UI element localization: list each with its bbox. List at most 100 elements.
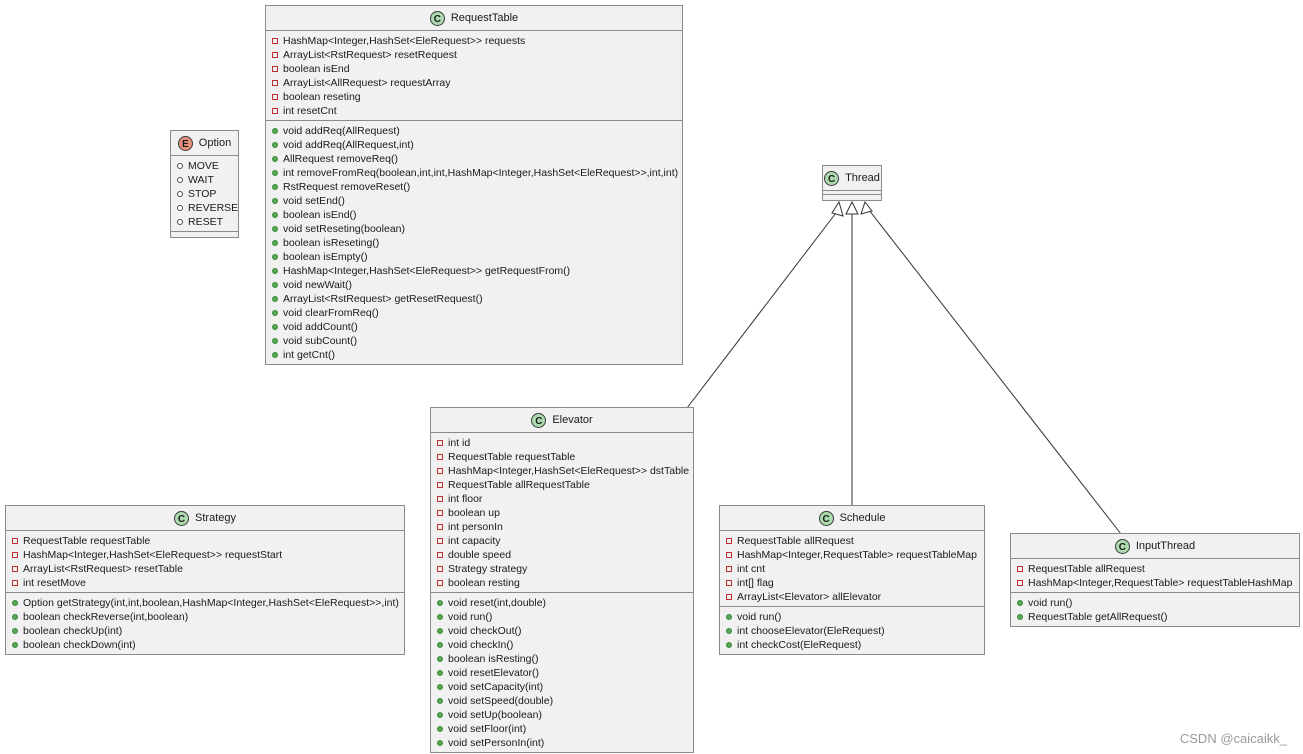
private-marker-icon: [436, 496, 444, 502]
method-row-text: int getCnt(): [283, 349, 335, 361]
method-row: void checkOut(): [431, 624, 693, 638]
field-row: int resetMove: [6, 576, 404, 590]
enum-literal-text: STOP: [188, 188, 217, 200]
arrowhead-inputthread-thread: [860, 200, 873, 215]
class-name: Schedule: [839, 512, 886, 524]
enum-literal: RESET: [171, 215, 238, 229]
field-row-text: ArrayList<RstRequest> resetRequest: [283, 49, 457, 61]
private-marker-icon: [11, 538, 19, 544]
method-row-text: boolean isResting(): [448, 653, 539, 665]
field-row: ArrayList<AllRequest> requestArray: [266, 76, 682, 90]
private-marker-icon: [11, 552, 19, 558]
method-row-text: boolean isReseting(): [283, 237, 380, 249]
class-badge-icon: C: [1114, 538, 1130, 554]
field-row-text: boolean up: [448, 507, 500, 519]
method-row: void setSpeed(double): [431, 694, 693, 708]
method-row-text: RequestTable getAllRequest(): [1028, 611, 1168, 623]
field-row-text: HashMap<Integer,HashSet<EleRequest>> dst…: [448, 465, 690, 477]
public-marker-icon: [271, 170, 279, 176]
method-row-text: boolean isEnd(): [283, 209, 357, 221]
public-marker-icon: [436, 614, 444, 620]
field-row: HashMap<Integer,RequestTable> requestTab…: [1011, 576, 1299, 590]
field-row: ArrayList<RstRequest> resetRequest: [266, 48, 682, 62]
class-name: Option: [198, 137, 232, 149]
public-marker-icon: [1016, 600, 1024, 606]
empty-section: [171, 232, 238, 237]
field-row-text: int[] flag: [737, 577, 774, 589]
public-marker-icon: [271, 184, 279, 190]
field-row: ArrayList<Elevator> allElevator: [720, 590, 984, 604]
field-row: HashMap<Integer,HashSet<EleRequest>> dst…: [431, 464, 693, 478]
method-row: void run(): [1011, 596, 1299, 610]
public-marker-icon: [436, 642, 444, 648]
field-row: HashMap<Integer,HashSet<EleRequest>> req…: [266, 34, 682, 48]
method-row: void setUp(boolean): [431, 708, 693, 722]
field-row: double speed: [431, 548, 693, 562]
private-marker-icon: [436, 510, 444, 516]
class-badge-icon: C: [531, 412, 547, 428]
public-marker-icon: [271, 268, 279, 274]
public-marker-icon: [436, 698, 444, 704]
public-marker-icon: [1016, 614, 1024, 620]
class-name: RequestTable: [450, 12, 519, 24]
public-marker-icon: [271, 156, 279, 162]
enum-literal: STOP: [171, 187, 238, 201]
method-row-text: void reset(int,double): [448, 597, 547, 609]
method-row-text: void subCount(): [283, 335, 358, 347]
field-row: Strategy strategy: [431, 562, 693, 576]
field-row: HashMap<Integer,HashSet<EleRequest>> req…: [6, 548, 404, 562]
method-row: boolean checkDown(int): [6, 638, 404, 652]
enum-literal: WAIT: [171, 173, 238, 187]
public-marker-icon: [436, 712, 444, 718]
private-marker-icon: [436, 454, 444, 460]
method-row-text: void run(): [1028, 597, 1073, 609]
private-marker-icon: [725, 580, 733, 586]
method-row-text: void setFloor(int): [448, 723, 527, 735]
literal-marker-icon: [176, 177, 184, 183]
method-row: void run(): [720, 610, 984, 624]
field-row-text: int resetMove: [23, 577, 87, 589]
private-marker-icon: [436, 482, 444, 488]
private-marker-icon: [11, 566, 19, 572]
field-row-text: int id: [448, 437, 471, 449]
methods-section: void run()int chooseElevator(EleRequest)…: [720, 607, 984, 654]
literal-marker-icon: [176, 163, 184, 169]
private-marker-icon: [436, 566, 444, 572]
method-row: boolean isEnd(): [266, 208, 682, 222]
public-marker-icon: [271, 296, 279, 302]
field-row-text: int cnt: [737, 563, 766, 575]
private-marker-icon: [436, 468, 444, 474]
field-row: int capacity: [431, 534, 693, 548]
enum-literal: MOVE: [171, 159, 238, 173]
field-row: ArrayList<RstRequest> resetTable: [6, 562, 404, 576]
method-row: void setEnd(): [266, 194, 682, 208]
field-row-text: RequestTable allRequestTable: [448, 479, 590, 491]
method-row: ArrayList<RstRequest> getResetRequest(): [266, 292, 682, 306]
method-row: void run(): [431, 610, 693, 624]
private-marker-icon: [436, 524, 444, 530]
field-row-text: HashMap<Integer,HashSet<EleRequest>> req…: [23, 549, 283, 561]
private-marker-icon: [11, 580, 19, 586]
method-row-text: boolean checkDown(int): [23, 639, 136, 651]
private-marker-icon: [1016, 580, 1024, 586]
private-marker-icon: [271, 108, 279, 114]
method-row-text: void addCount(): [283, 321, 358, 333]
field-row-text: boolean resting: [448, 577, 520, 589]
method-row-text: ArrayList<RstRequest> getResetRequest(): [283, 293, 483, 305]
literal-marker-icon: [176, 191, 184, 197]
field-row: RequestTable allRequestTable: [431, 478, 693, 492]
methods-section: void run() RequestTable getAllRequest(): [1011, 593, 1299, 626]
private-marker-icon: [436, 440, 444, 446]
public-marker-icon: [271, 226, 279, 232]
field-row: RequestTable allRequest: [720, 534, 984, 548]
method-row: boolean isReseting(): [266, 236, 682, 250]
field-row-text: RequestTable allRequest: [1028, 563, 1145, 575]
